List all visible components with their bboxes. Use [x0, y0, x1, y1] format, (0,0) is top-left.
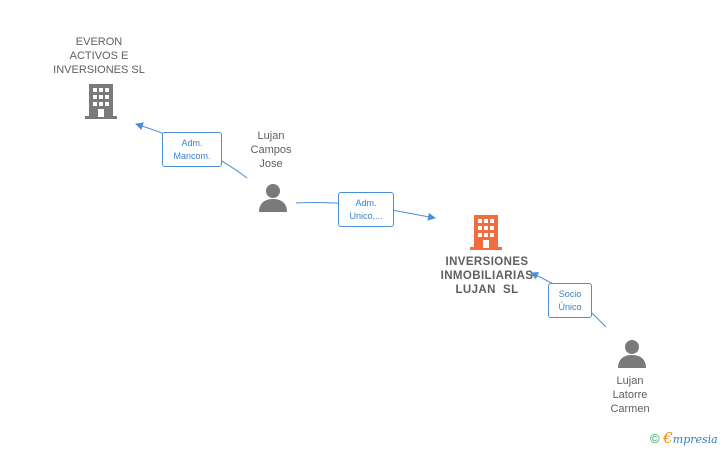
node-label-line: Campos: [250, 144, 292, 156]
edge-label-socio-unico[interactable]: Socio Único: [548, 283, 592, 318]
node-label-line: ACTIVOS E: [69, 50, 129, 62]
node-label-line: EVERON: [75, 36, 123, 48]
brand-logo: © €mpresia: [650, 429, 718, 447]
edge-label-line: Único: [558, 302, 582, 312]
person-icon[interactable]: [617, 339, 647, 369]
node-label-line: INMOBILIARIAS: [440, 270, 534, 282]
edge-label-line: Socio: [558, 289, 582, 299]
node-label-everon[interactable]: EVERON ACTIVOS E INVERSIONES SL: [40, 35, 158, 77]
copyright-symbol: ©: [650, 431, 660, 446]
node-label-inversiones[interactable]: INVERSIONES INMOBILIARIAS LUJAN SL: [420, 255, 554, 297]
edge-label-adm-mancom[interactable]: Adm. Mancom.: [162, 132, 222, 167]
node-label-line: Lujan: [616, 375, 644, 387]
node-label-line: INVERSIONES SL: [53, 64, 145, 76]
node-label-lujan-latorre[interactable]: Lujan Latorre Carmen: [594, 374, 666, 416]
node-label-line: INVERSIONES: [445, 256, 529, 268]
edge-label-line: Unico,...: [349, 211, 383, 221]
node-label-lujan-campos[interactable]: Lujan Campos Jose: [235, 129, 307, 171]
node-label-line: Jose: [259, 158, 283, 170]
person-icon[interactable]: [258, 183, 288, 213]
brand-initial: €: [663, 429, 673, 447]
brand-name: mpresia: [672, 433, 718, 446]
node-label-line: Lujan: [257, 130, 285, 142]
edge-label-adm-unico[interactable]: Adm. Unico,...: [338, 192, 394, 227]
edge-label-line: Adm.: [355, 198, 377, 208]
edge-label-line: Mancom.: [173, 151, 211, 161]
edge-label-line: Adm.: [181, 138, 203, 148]
node-label-line: Latorre: [612, 389, 648, 401]
node-label-line: LUJAN SL: [455, 284, 519, 296]
node-label-line: Carmen: [610, 403, 650, 415]
building-icon[interactable]: [85, 84, 117, 120]
building-icon[interactable]: [470, 215, 502, 251]
